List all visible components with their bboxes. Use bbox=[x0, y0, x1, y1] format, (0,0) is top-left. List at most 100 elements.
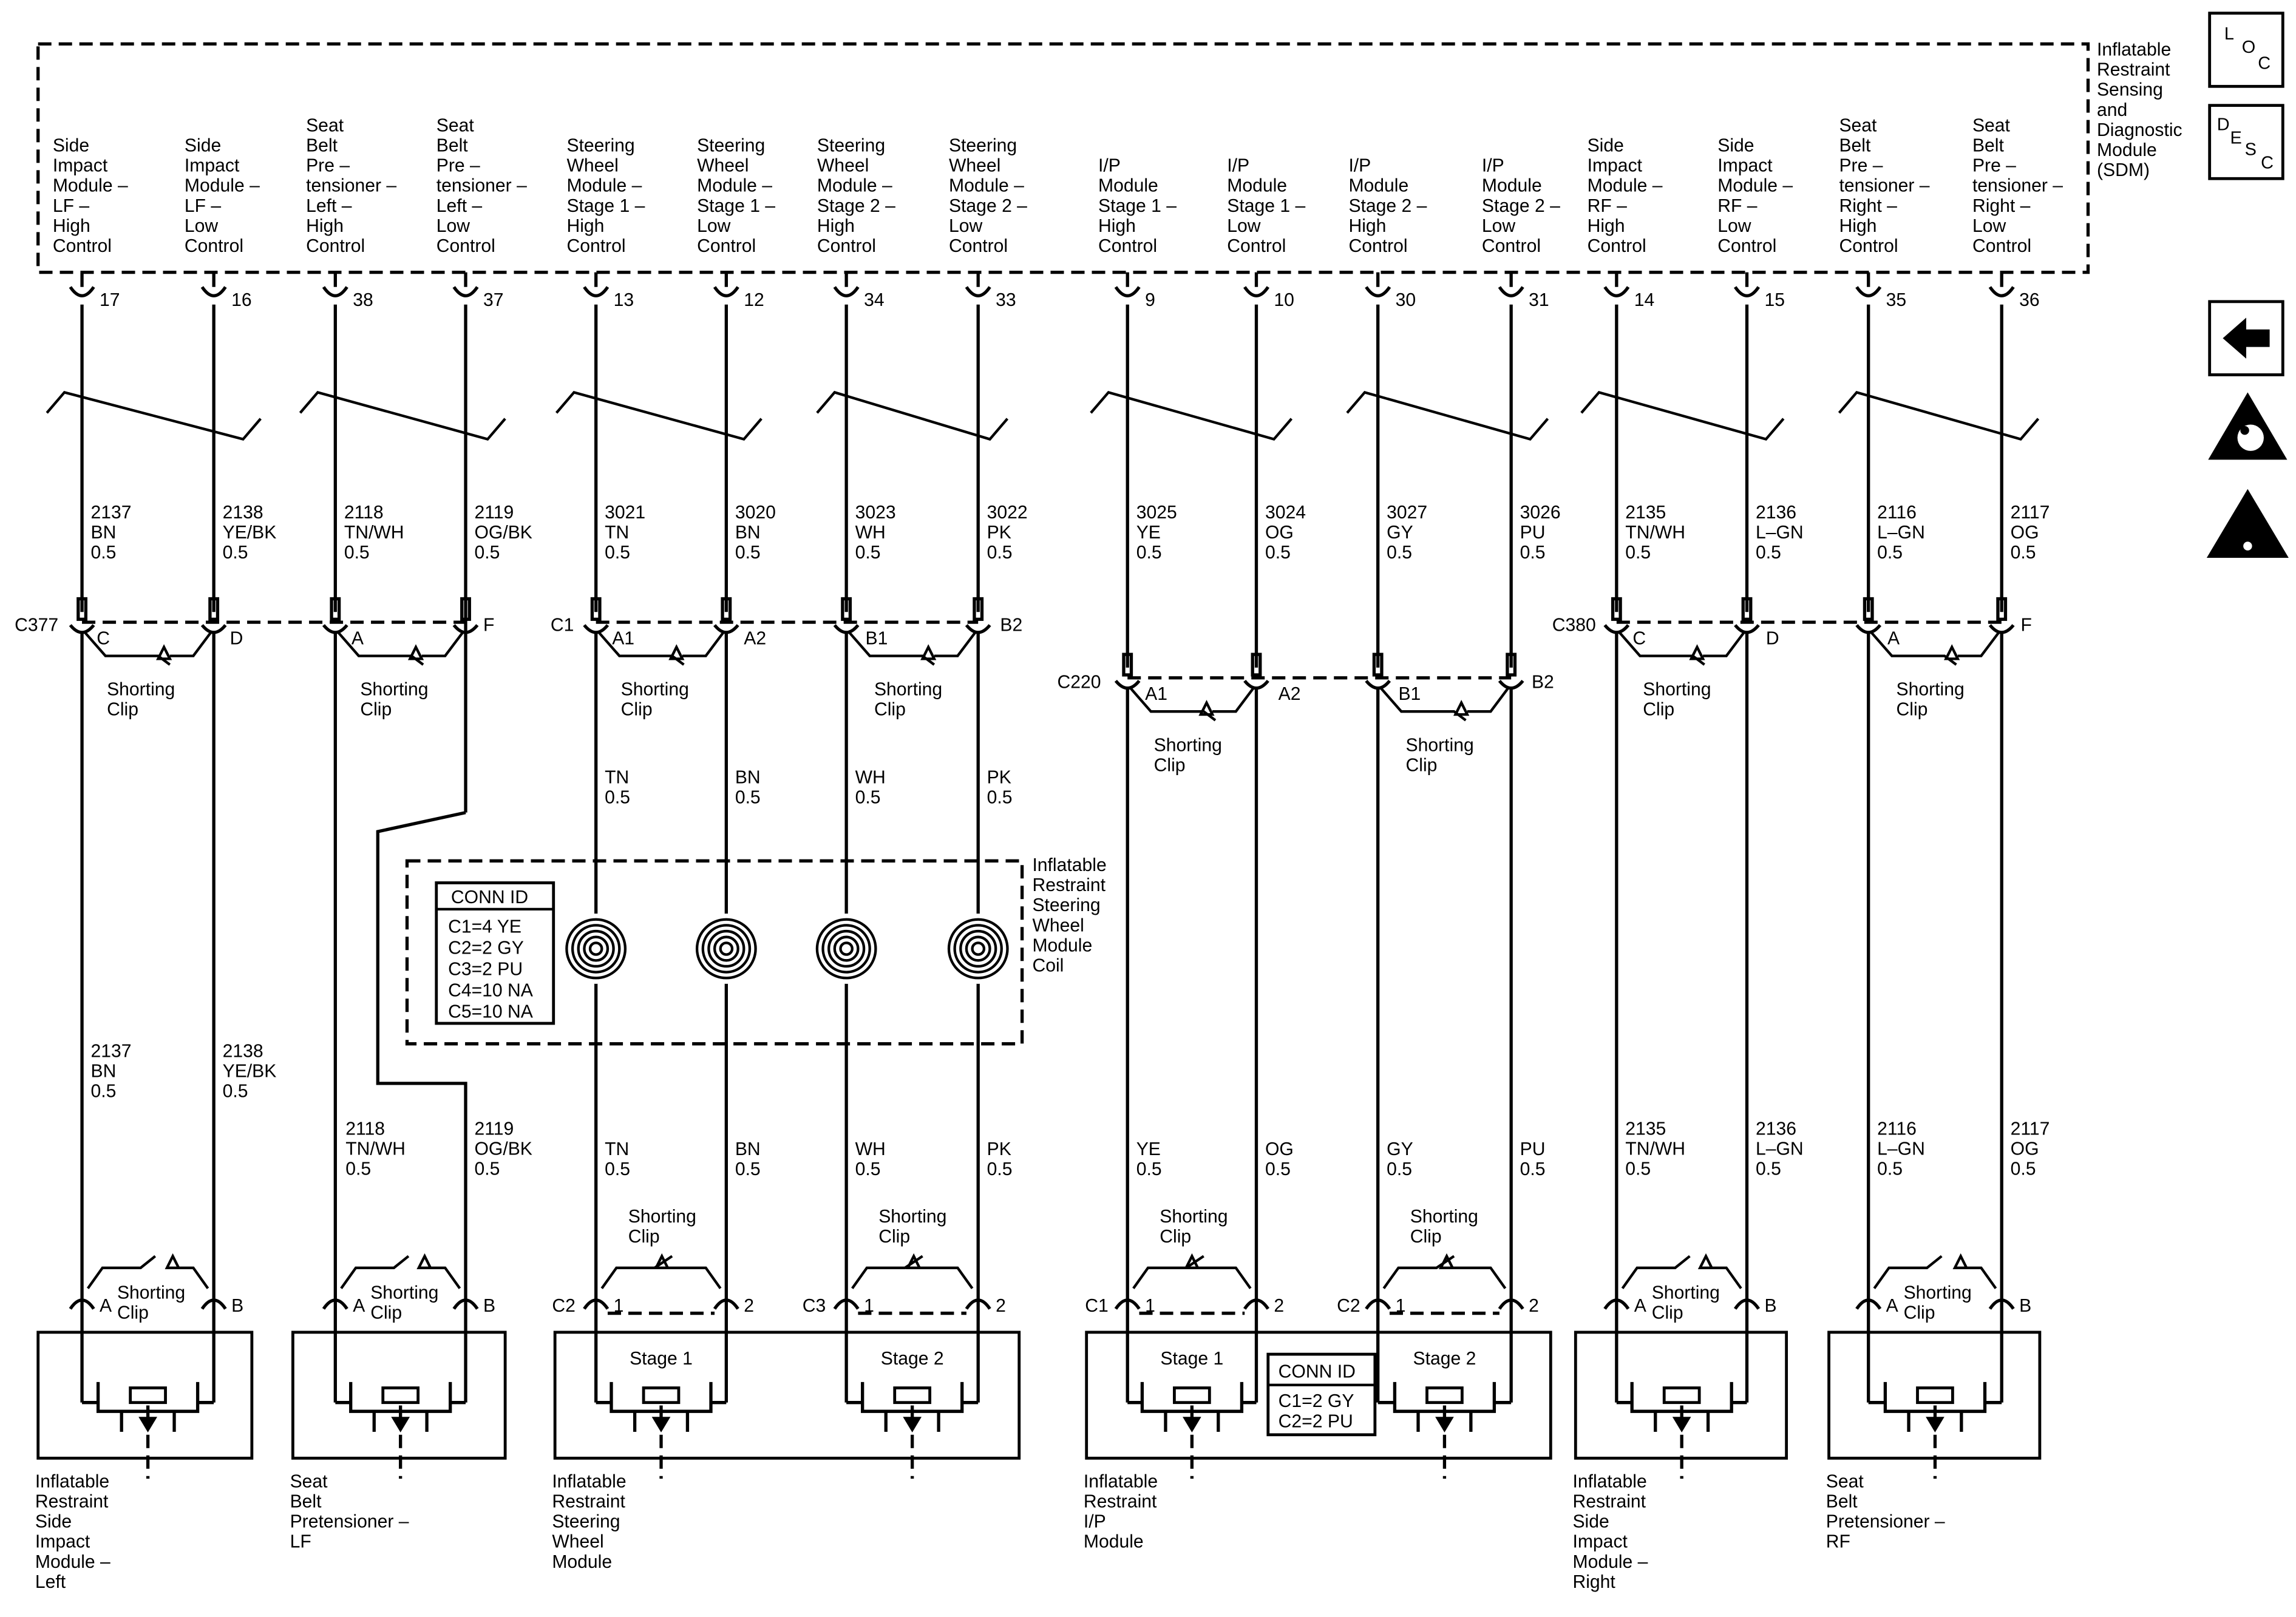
wire-label-upper: 3025 bbox=[1136, 503, 1177, 523]
sdm-pin-number: 31 bbox=[1529, 290, 1549, 310]
sdm-pin-number: 36 bbox=[2019, 290, 2040, 310]
wire-runs: 2137BN0.52138YE/BK0.52118TN/WH0.52119OG/… bbox=[46, 304, 2050, 1300]
desc-button-letter: D bbox=[2217, 115, 2230, 135]
wire-label-upper: L–GN bbox=[1756, 523, 1804, 543]
steering-label: Restraint bbox=[552, 1492, 625, 1512]
wire-label-middle: 0.5 bbox=[605, 787, 630, 807]
shorting-clip-arm bbox=[682, 631, 725, 657]
shorting-clip-arm bbox=[178, 1266, 209, 1289]
sdm-pin-number: 33 bbox=[996, 290, 1016, 310]
wire-label-upper: 0.5 bbox=[474, 543, 500, 563]
device-terminal bbox=[713, 1298, 739, 1310]
sdm-pin-label: High bbox=[1839, 216, 1877, 236]
wire-label-upper: 2136 bbox=[1756, 503, 1796, 523]
wire-label-upper: 3026 bbox=[1520, 503, 1561, 523]
wire-label-lower: 0.5 bbox=[2011, 1159, 2036, 1179]
wire-label-upper: 0.5 bbox=[735, 543, 761, 563]
sdm-pin-label: Steering bbox=[949, 136, 1017, 156]
loc-button-letter: C bbox=[2258, 53, 2271, 73]
connector-pin-label: A2 bbox=[1279, 684, 1301, 704]
coil-background bbox=[943, 914, 1014, 984]
ip-label: Inflatable bbox=[1084, 1472, 1158, 1492]
loc-button[interactable]: LOC bbox=[2208, 12, 2284, 88]
side_left-label: Module – bbox=[35, 1552, 110, 1572]
shorting-clip-contact bbox=[416, 1253, 433, 1269]
wire-label-middle: 0.5 bbox=[735, 787, 761, 807]
sdm-pin-label: Stage 1 – bbox=[1227, 196, 1305, 216]
wire-label-upper: YE bbox=[1136, 523, 1161, 543]
sdm-pin-label: Right – bbox=[1839, 196, 1897, 216]
clockspring-coil bbox=[691, 914, 762, 984]
sdm-pin-label: I/P bbox=[1482, 156, 1504, 176]
connector-pin-label: A1 bbox=[1145, 684, 1167, 704]
clockspring-coil bbox=[943, 914, 1014, 984]
sdm-pin-label: High bbox=[1588, 216, 1625, 236]
device-terminal bbox=[1365, 1298, 1391, 1310]
wire-label-lower: OG/BK bbox=[474, 1139, 532, 1159]
wire-label-upper: 2137 bbox=[91, 503, 132, 523]
shorting-clip-arm bbox=[337, 631, 424, 666]
squib-element bbox=[642, 1386, 681, 1405]
sdm-pin-label: Control bbox=[949, 236, 1008, 256]
device-pin-label: A bbox=[100, 1296, 112, 1316]
sdm-module: InflatableRestraintSensingandDiagnosticM… bbox=[36, 40, 2182, 310]
desc-button-frame[interactable] bbox=[2208, 104, 2284, 180]
sdm-pin-label: Module bbox=[1348, 176, 1408, 196]
shorting-clip-arm bbox=[667, 1266, 722, 1289]
sdm-pin-label: Module – bbox=[1717, 176, 1793, 196]
back-arrow-icon[interactable] bbox=[2208, 300, 2284, 376]
sdm-terminal bbox=[452, 286, 479, 297]
shorting-clip-label: Clip bbox=[1652, 1303, 1683, 1323]
device-terminal bbox=[200, 1298, 227, 1310]
shorting-clip-label: Clip bbox=[360, 700, 392, 720]
shorting-clip-arm bbox=[169, 631, 212, 657]
wire-label-upper: 0.5 bbox=[855, 543, 881, 563]
wire-label-upper: 2118 bbox=[344, 503, 384, 523]
device-pin-label: A bbox=[1886, 1296, 1899, 1316]
loc-button-letter: L bbox=[2224, 24, 2234, 44]
sdm-pin-label: I/P bbox=[1098, 156, 1121, 176]
wire-label-lower: 2137 bbox=[91, 1041, 132, 1061]
shorting-clip-arm bbox=[84, 631, 171, 666]
side_right-label: Module – bbox=[1572, 1552, 1648, 1572]
wire-label-middle: BN bbox=[735, 767, 761, 787]
male-terminal bbox=[1122, 653, 1133, 677]
connector-pin-label: C bbox=[1632, 628, 1646, 648]
sdm-pin-label: Low bbox=[697, 216, 731, 236]
coil-spiral bbox=[565, 918, 627, 980]
sdm-pin-number: 14 bbox=[1634, 290, 1655, 310]
wire-label-upper: 2117 bbox=[2011, 503, 2050, 523]
squib-element bbox=[129, 1386, 167, 1405]
shorting-clip-label: Clip bbox=[370, 1303, 402, 1323]
connector-pin-label: F bbox=[2021, 615, 2032, 636]
belt_rf-label: Pretensioner – bbox=[1826, 1512, 1945, 1532]
wire-break-mark bbox=[1580, 390, 1785, 441]
sdm-pin-label: Pre – bbox=[306, 156, 350, 176]
ip-conn-id-title: CONN ID bbox=[1279, 1362, 1356, 1382]
wire-label-lower: 0.5 bbox=[91, 1082, 117, 1102]
belt_lf-label: Pretensioner – bbox=[290, 1512, 409, 1532]
steering-wheel-coil: InflatableRestraintSteeringWheelModuleCo… bbox=[405, 855, 1107, 1046]
loc-button-frame[interactable] bbox=[2208, 12, 2284, 88]
sdm-pin-label: Low bbox=[1482, 216, 1516, 236]
shorting-clip-label: Shorting bbox=[107, 680, 175, 700]
wire-label-upper: TN/WH bbox=[344, 523, 404, 543]
sdm-pin-label: Stage 1 – bbox=[566, 196, 645, 216]
sdm-pin-label: Impact bbox=[1717, 156, 1773, 176]
wire-break-mark bbox=[1838, 390, 2040, 441]
sdm-pin-label: Stage 2 – bbox=[1348, 196, 1427, 216]
wire-label-upper: 3023 bbox=[855, 503, 896, 523]
male-terminal bbox=[1611, 597, 1622, 621]
squib-element bbox=[381, 1386, 420, 1405]
shorting-clip-label: Shorting bbox=[878, 1207, 946, 1227]
sdm-pin-label: High bbox=[566, 216, 604, 236]
wire-label-middle: PK bbox=[987, 767, 1011, 787]
wire-label-lower: 0.5 bbox=[1387, 1159, 1412, 1179]
wire-label-upper: 0.5 bbox=[1136, 543, 1162, 563]
shorting-clip-label: Shorting bbox=[621, 680, 689, 700]
airbag-head bbox=[2240, 425, 2249, 435]
sdm-terminal bbox=[322, 286, 348, 297]
shorting-clip-arm bbox=[86, 1255, 157, 1289]
